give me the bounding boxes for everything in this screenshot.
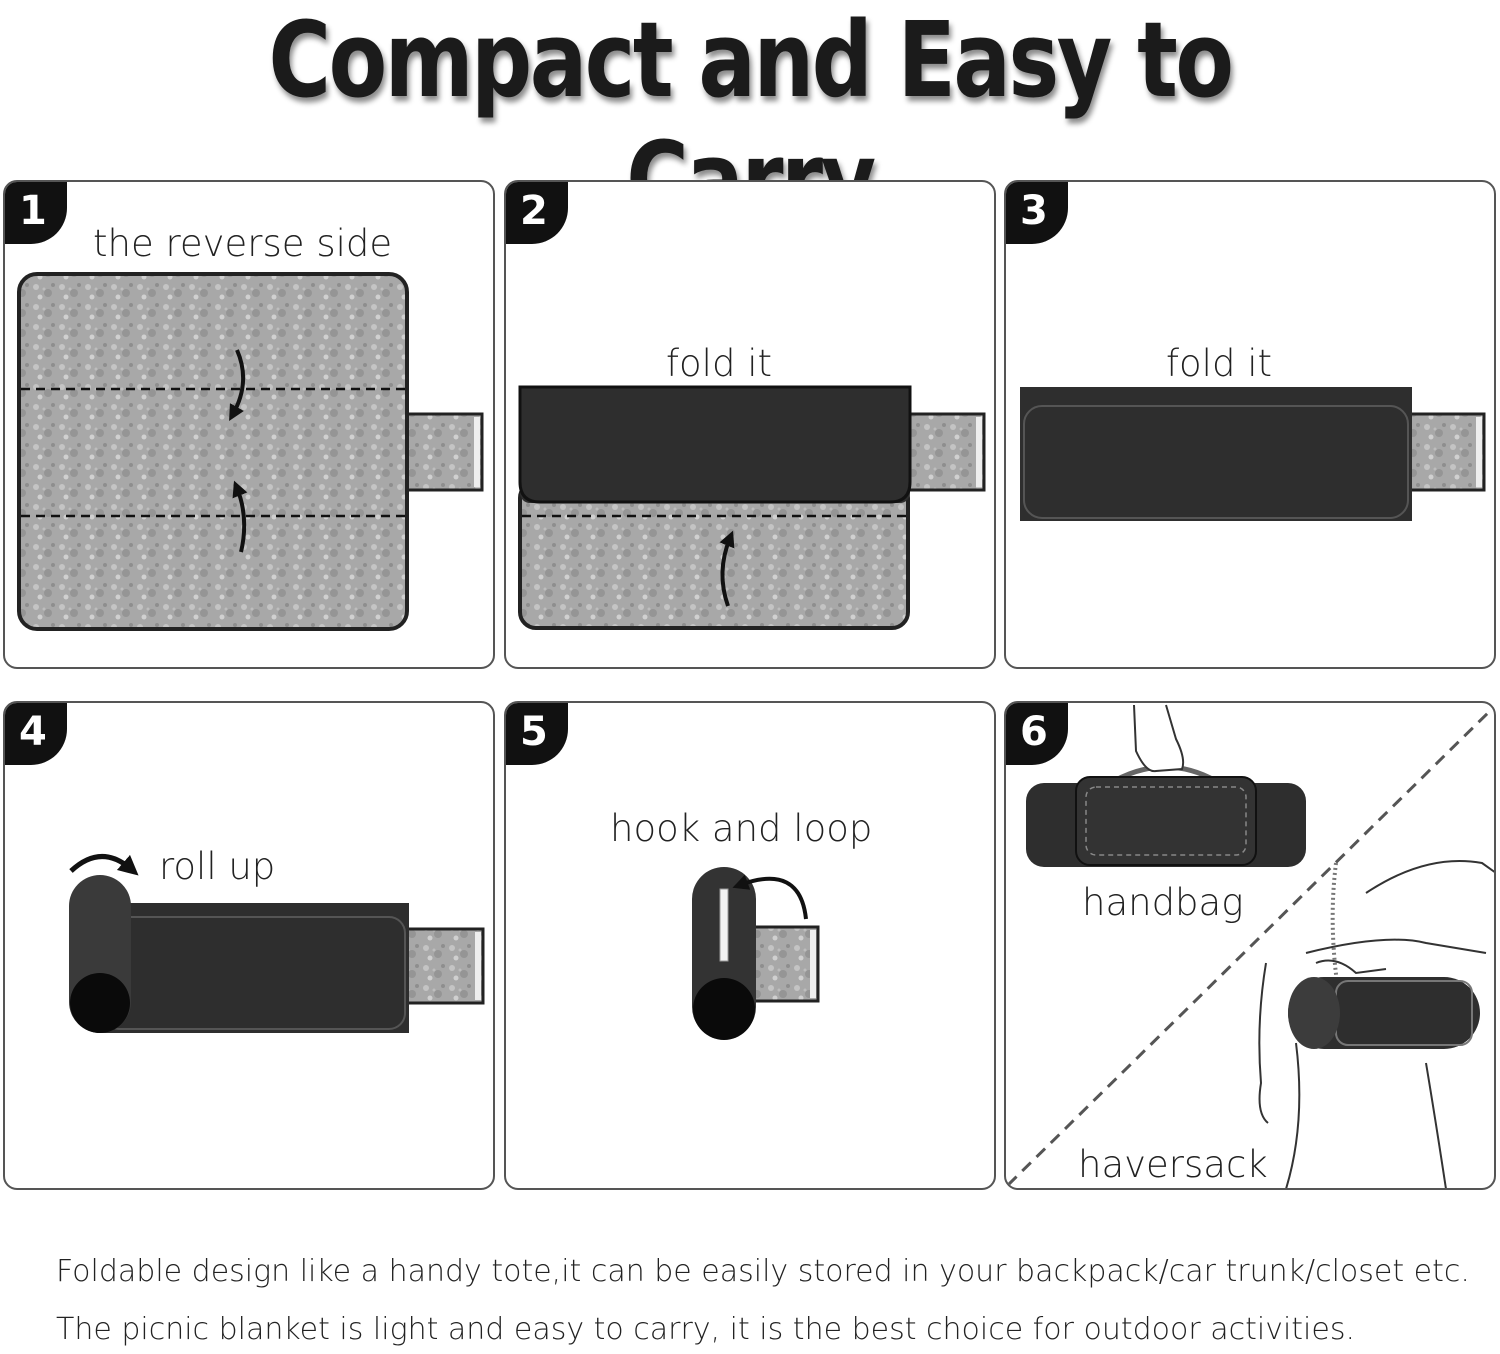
step-number-badge: 2 — [506, 182, 568, 244]
step-panel-6: 6 handbag haversack — [1004, 701, 1496, 1190]
step-panel-4: 4 roll up — [3, 701, 495, 1190]
roll-up-illustration — [69, 854, 485, 1033]
step-panel-2: 2 fold it — [504, 180, 996, 669]
folded-blanket-illustration — [1020, 387, 1486, 521]
step-number-badge: 3 — [1006, 182, 1068, 244]
hook-and-loop-illustration — [692, 867, 820, 1040]
step-label: fold it — [1166, 342, 1272, 385]
step-panel-3: 3 fold it — [1004, 180, 1496, 669]
caption-line-1: Foldable design like a handy tote,it can… — [56, 1254, 1470, 1289]
carry-options-illustration — [1006, 704, 1494, 1188]
haversack-label: haversack — [1078, 1143, 1268, 1186]
blanket-reverse-illustration — [17, 272, 484, 631]
step-panel-1: 1 the reverse side — [3, 180, 495, 669]
step-number-badge: 4 — [5, 703, 67, 765]
step-label: fold it — [666, 342, 772, 385]
step-panel-5: 5 hook and loop — [504, 701, 996, 1190]
caption-line-2: The picnic blanket is light and easy to … — [56, 1312, 1356, 1347]
step-label: hook and loop — [610, 807, 873, 850]
fold-step-illustration — [518, 385, 986, 630]
step-label: roll up — [159, 845, 276, 888]
step-label: the reverse side — [93, 222, 393, 265]
handbag-label: handbag — [1082, 881, 1244, 924]
